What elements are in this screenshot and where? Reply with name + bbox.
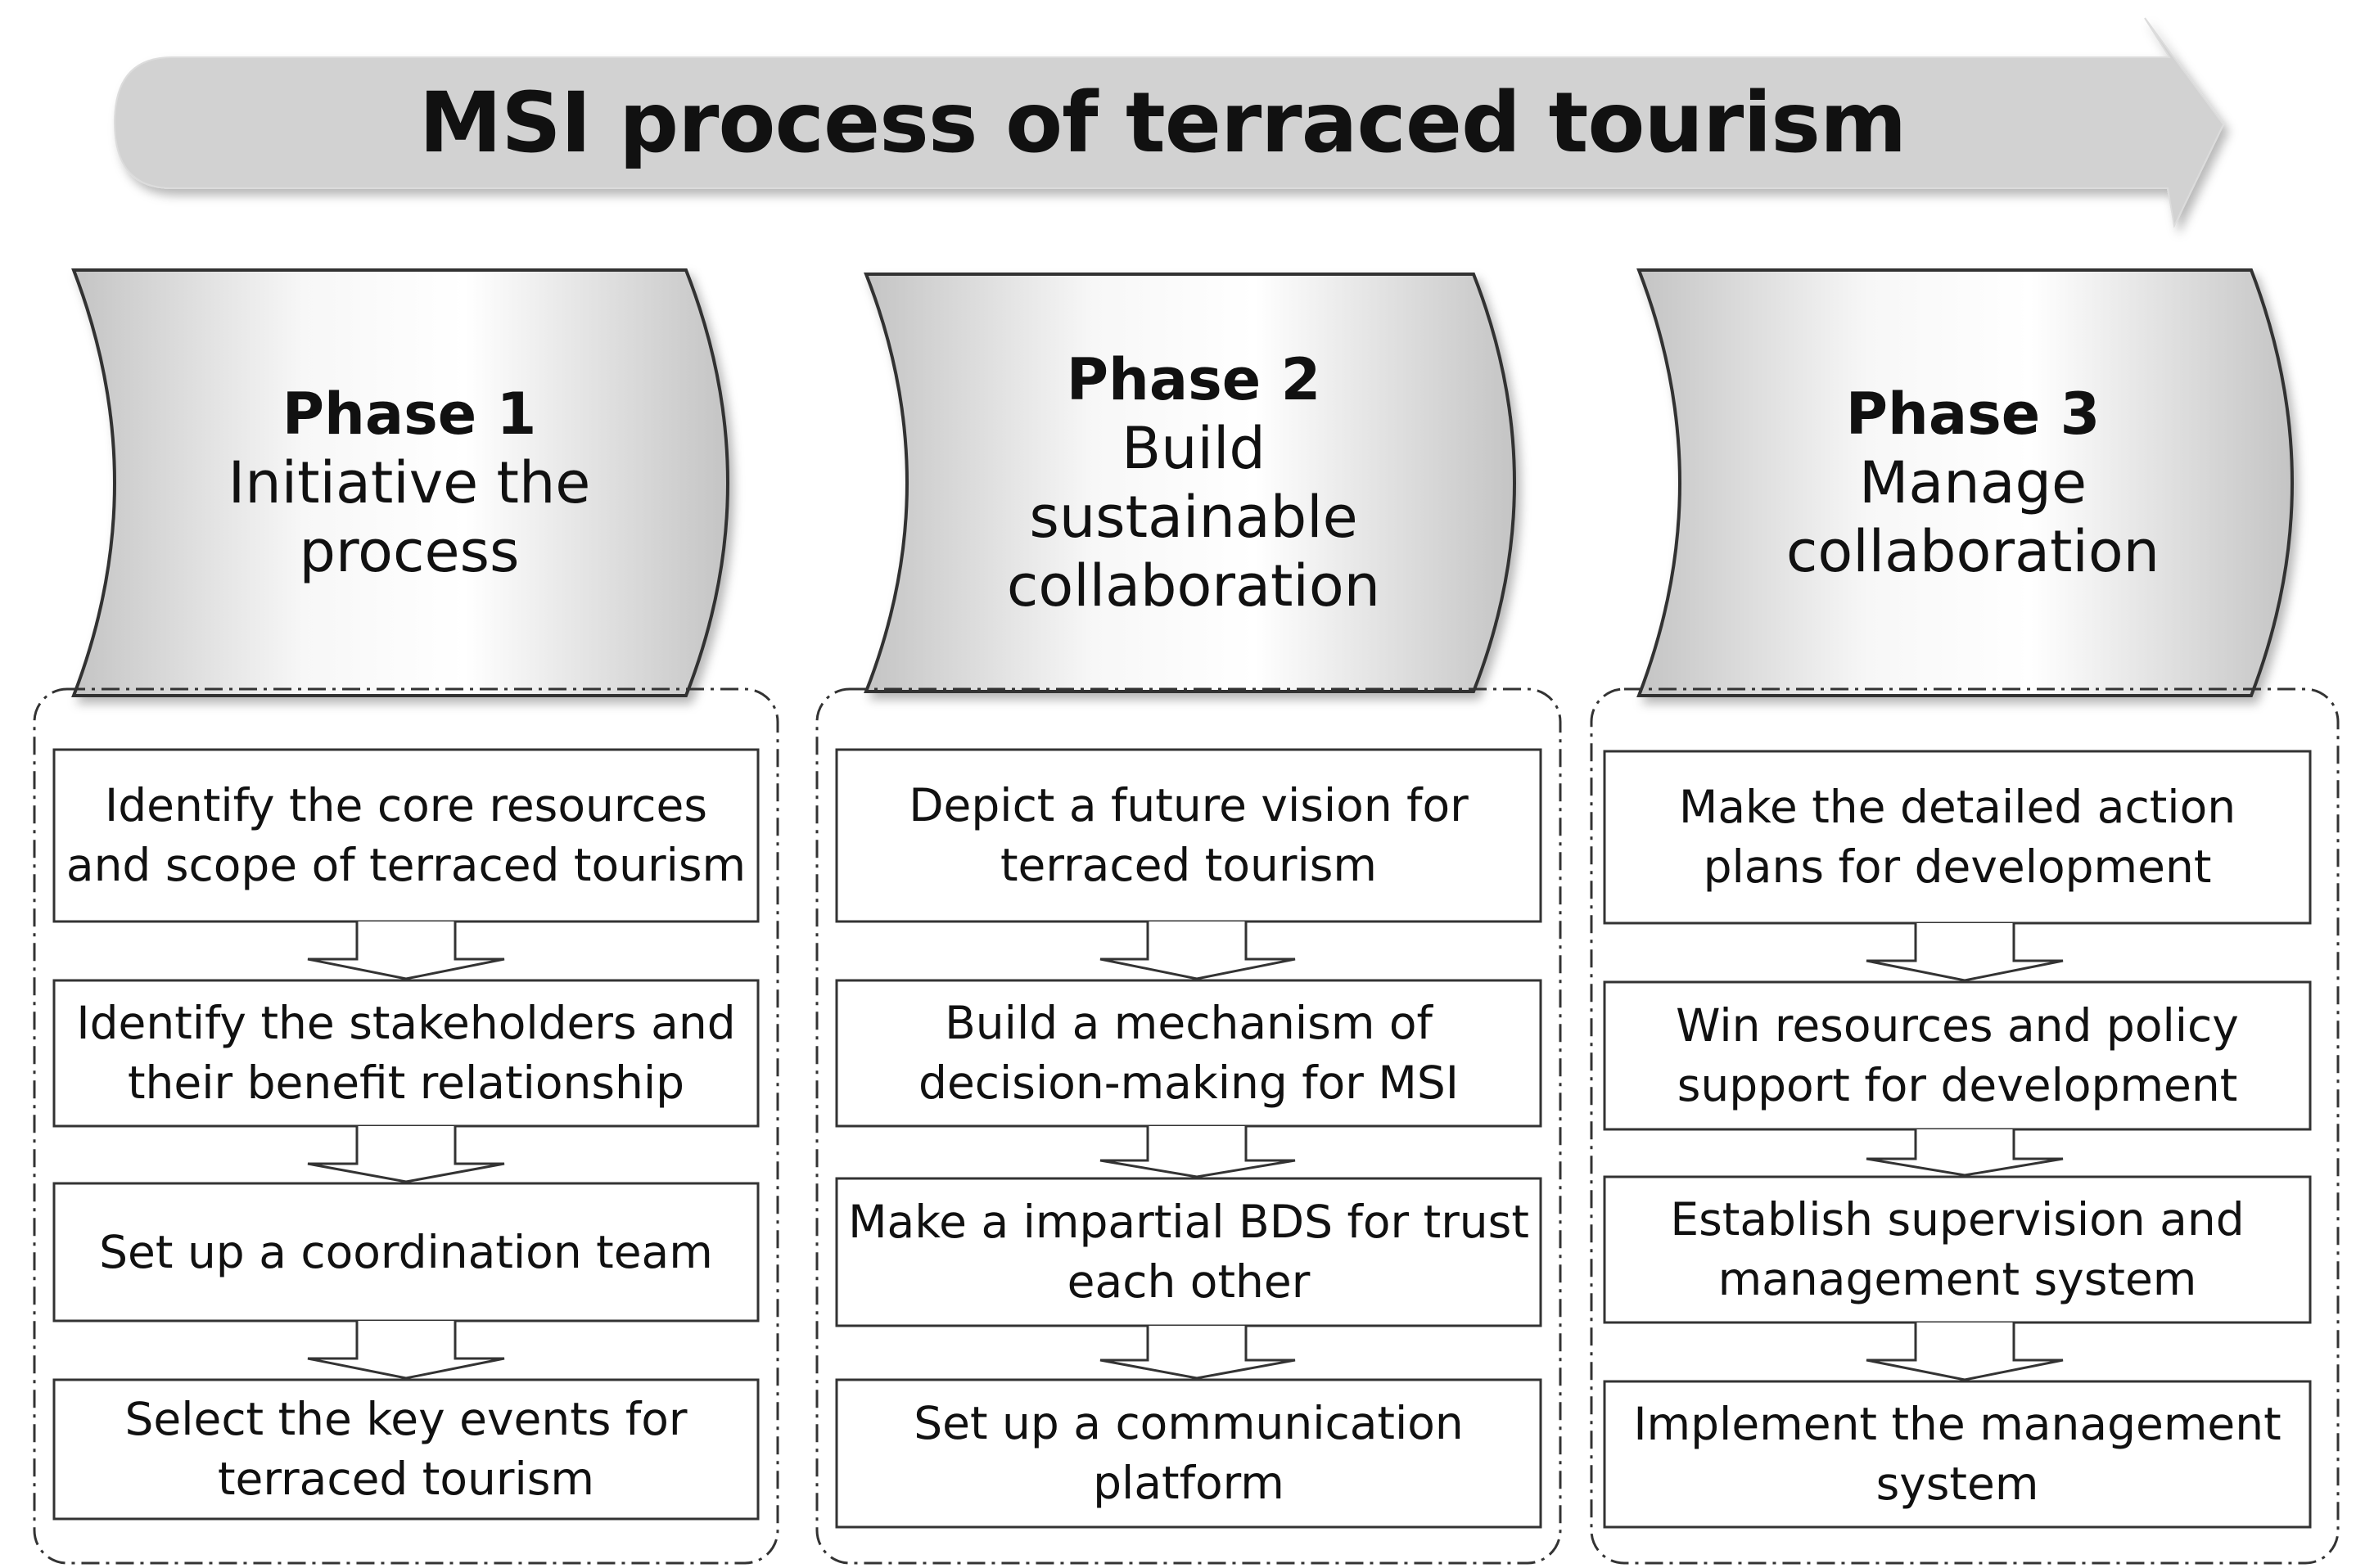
phase-1-arrow-2 bbox=[307, 1126, 505, 1183]
phase-2-step-4-box bbox=[835, 1378, 1542, 1529]
phase-3-arrow-2 bbox=[1866, 1129, 2064, 1177]
phase-1-arrow-3 bbox=[307, 1321, 505, 1380]
phase-1-heading: Phase 1 Initiative the process bbox=[123, 270, 696, 696]
phase-3-arrow-3 bbox=[1866, 1322, 2064, 1381]
phase-2-name-line-2: sustainable bbox=[1029, 484, 1358, 551]
phase-2-step-3: Make a impartial BDS for trust each othe… bbox=[848, 1196, 1529, 1308]
phase-1-step-2: Identify the stakeholders and their bene… bbox=[76, 997, 736, 1109]
phase-1-step-1-box bbox=[52, 748, 760, 923]
phase-2-container bbox=[815, 687, 1562, 1565]
phase-1-number: Phase 1 bbox=[282, 381, 537, 448]
phase-2-arrow-3 bbox=[1099, 1326, 1296, 1380]
phase-2-step-4: Set up a communication platform bbox=[914, 1397, 1464, 1509]
phase-3-header bbox=[1636, 268, 2294, 697]
diagram-title: MSI process of terraced tourism bbox=[418, 74, 1907, 172]
phase-3-name-line-1: Manage bbox=[1858, 449, 2087, 516]
phase-3-step-1: Make the detailed action plans for devel… bbox=[1678, 781, 2236, 893]
phase-2-step-2: Build a mechanism of decision-making for… bbox=[918, 997, 1459, 1109]
phase-3-step-2-box bbox=[1603, 980, 2312, 1131]
phase-1-name-line-2: process bbox=[299, 518, 520, 585]
phase-1-header bbox=[71, 268, 729, 697]
phase-3-step-2: Win resources and policy support for dev… bbox=[1676, 999, 2239, 1111]
phase-2-number: Phase 2 bbox=[1066, 346, 1321, 413]
phase-1-step-3: Set up a coordination team bbox=[99, 1225, 713, 1278]
phase-2-step-3-box bbox=[835, 1177, 1542, 1327]
phase-2-step-1-box bbox=[835, 748, 1542, 923]
phase-2-heading: Phase 2 Build sustainable collaboration bbox=[907, 274, 1480, 692]
phase-3-step-4-box bbox=[1603, 1380, 2312, 1529]
phase-2-arrow-1 bbox=[1099, 921, 1296, 980]
phase-1-step-3-box bbox=[52, 1182, 760, 1322]
phase-3-step-4: Implement the management system bbox=[1633, 1398, 2282, 1510]
phase-3-number: Phase 3 bbox=[1845, 381, 2101, 448]
title-banner-arrow bbox=[113, 17, 2225, 229]
phase-1-step-2-box bbox=[52, 979, 760, 1128]
phase-3-step-3-box bbox=[1603, 1175, 2312, 1324]
phase-1-step-4: Select the key events for terraced touri… bbox=[124, 1393, 688, 1505]
phase-1-container bbox=[33, 687, 779, 1565]
phase-1-step-4-box bbox=[52, 1378, 760, 1521]
phase-1-step-1: Identify the core resources and scope of… bbox=[65, 779, 747, 891]
phase-2-header bbox=[864, 273, 1516, 693]
phase-2-step-1: Depict a future vision for terraced tour… bbox=[909, 779, 1469, 891]
phase-1-arrow-1 bbox=[307, 921, 505, 980]
phase-3-step-1-box bbox=[1603, 750, 2312, 925]
phase-2-name-line-1: Build bbox=[1122, 415, 1266, 482]
phase-3-arrow-1 bbox=[1866, 923, 2064, 982]
phase-2-arrow-2 bbox=[1099, 1126, 1296, 1178]
phase-3-heading: Phase 3 Manage collaboration bbox=[1686, 270, 2259, 696]
phase-3-container bbox=[1590, 687, 2340, 1565]
phase-3-step-3: Establish supervision and management sys… bbox=[1670, 1193, 2245, 1305]
phase-3-name-line-2: collaboration bbox=[1785, 518, 2160, 585]
phase-1-name-line-1: Initiative the bbox=[228, 449, 591, 516]
phase-2-name-line-3: collaboration bbox=[1006, 552, 1381, 620]
